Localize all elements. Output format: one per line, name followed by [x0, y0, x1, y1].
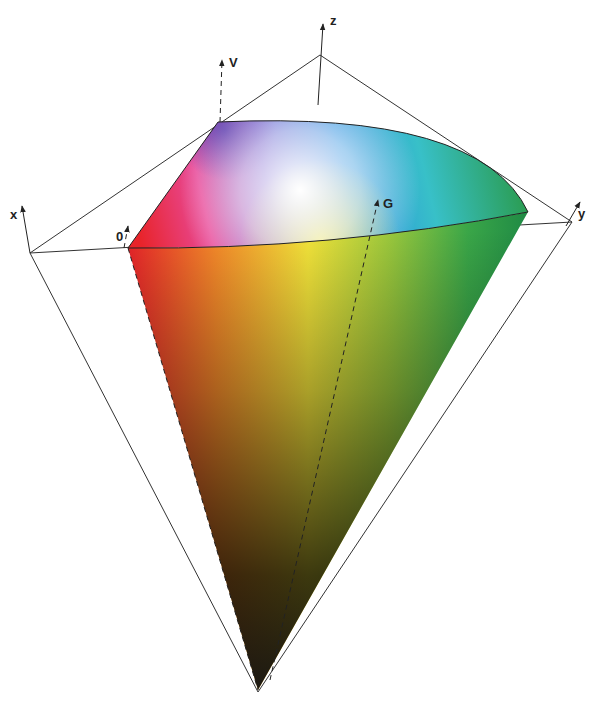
axis-label: y	[578, 207, 585, 220]
axis-label: z	[330, 14, 337, 27]
axis-label: G	[383, 197, 393, 210]
axis-label: 0	[116, 230, 123, 243]
axis-label: V	[229, 56, 238, 69]
axis-label: x	[10, 208, 17, 221]
